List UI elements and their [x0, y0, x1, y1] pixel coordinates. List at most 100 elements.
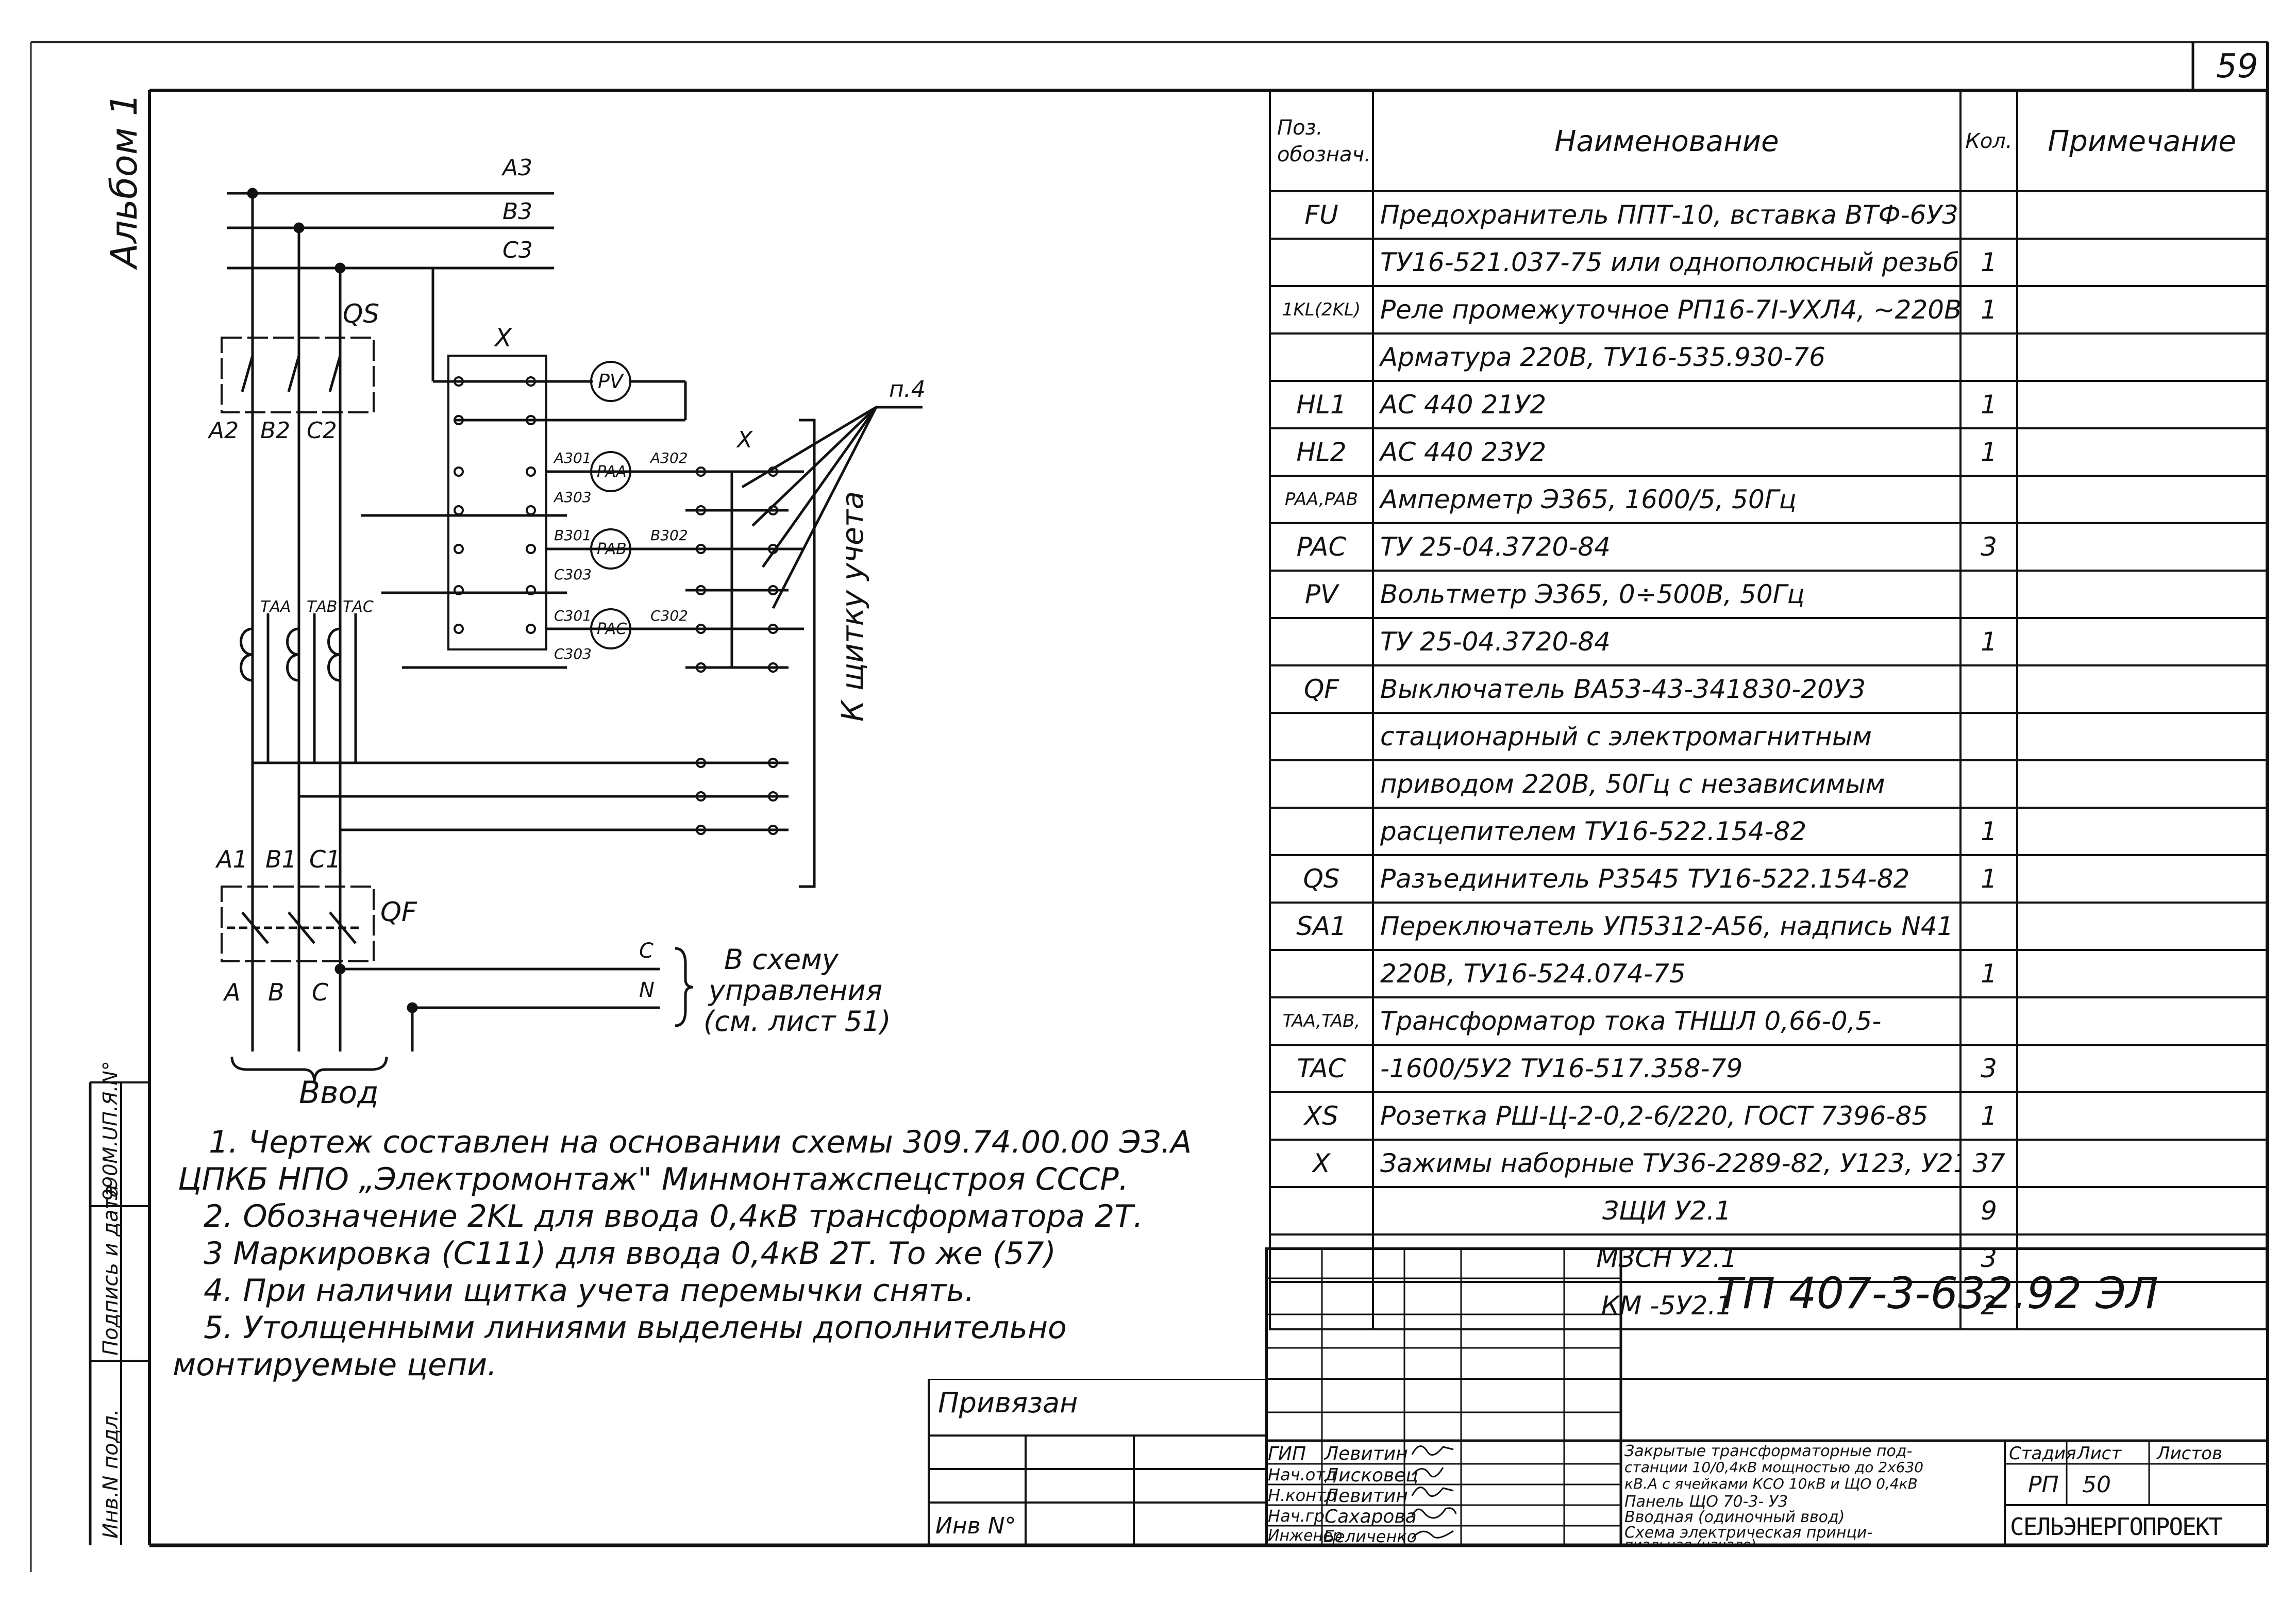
drawing-notes: 1. Чертеж составлен на основании схемы 3… [173, 1124, 1260, 1383]
spec-name: ТУ 25-04.3720-84 [1372, 522, 1962, 572]
title-block-grid [1265, 1247, 2268, 1546]
name-nach-otd: Лисковец [1325, 1465, 1418, 1486]
spec-pos: PAA,PAB [1269, 475, 1374, 524]
spec-note [2016, 1281, 2268, 1330]
spec-pos: PV [1269, 570, 1374, 619]
spec-qty: 37 [1959, 1139, 2018, 1188]
qs-terminal-b2: В2 [260, 418, 291, 444]
spec-note [2016, 570, 2268, 619]
page-number: 59 [2216, 47, 2258, 86]
control-text-3: (см. лист 51) [703, 1005, 891, 1038]
spec-note [2016, 522, 2268, 572]
qf-terminal-b1: В1 [265, 845, 297, 873]
spec-note [2016, 1186, 2268, 1236]
vvod-label: Ввод [299, 1075, 379, 1111]
description-line: Схема электрическая принци- [1624, 1524, 1873, 1542]
spec-qty: 1 [1959, 1091, 2018, 1141]
spec-qty: 1 [1959, 949, 2018, 998]
spec-pos: TAC [1269, 1044, 1374, 1093]
spec-qty [1959, 712, 2018, 761]
note-line: 5. Утолщенными линиями выделены дополнит… [204, 1310, 1067, 1346]
spec-name: приводом 220В, 50Гц с независимым [1372, 759, 1962, 809]
spec-name: АС 440 21У2 [1372, 380, 1962, 429]
sheet-value: 50 [2082, 1472, 2111, 1498]
meter-mark-b301: В301 [554, 527, 592, 544]
qf-label: QF [380, 897, 417, 928]
header-name: Наименование [1372, 90, 1962, 192]
spec-name: Реле промежуточное РП16-7I-УХЛ4, ~220В [1372, 285, 1962, 335]
spec-pos [1269, 712, 1374, 761]
spec-name: Арматура 220В, ТУ16-535.930-76 [1372, 332, 1962, 382]
spec-row: TAA,TAB,Трансформатор тока ТНШЛ 0,66-0,5… [1269, 996, 2268, 1046]
name-inzhener: Беличенко [1323, 1527, 1417, 1546]
role-n-kontr: Н.контр [1268, 1486, 1337, 1505]
spec-row: приводом 220В, 50Гц с независимым [1269, 759, 2268, 809]
spec-pos: QS [1269, 854, 1374, 904]
spec-name: -1600/5У2 ТУ16-517.358-79 [1372, 1044, 1962, 1093]
side-stamp-podpis-data: Подпись и дата [99, 1184, 123, 1356]
spec-note [2016, 1233, 2268, 1283]
spec-note [2016, 996, 2268, 1046]
spec-name: ТУ16-521.037-75 или однополюсный резьбов… [1372, 238, 1962, 287]
spec-row: 1KL(2KL)Реле промежуточное РП16-7I-УХЛ4,… [1269, 285, 2268, 335]
note-line: ЦПКБ НПО „Электромонтаж" Минмонтажспецст… [178, 1161, 1129, 1197]
spec-note [2016, 854, 2268, 904]
spec-qty [1959, 332, 2018, 382]
spec-qty [1959, 475, 2018, 524]
spec-qty: 1 [1959, 807, 2018, 856]
spec-row: Арматура 220В, ТУ16-535.930-76 [1269, 332, 2268, 382]
control-line-c: С [639, 939, 653, 963]
pv-meter [590, 361, 631, 402]
spec-pos: X [1269, 1139, 1374, 1188]
spec-qty [1959, 570, 2018, 619]
note-line: 1. Чертеж составлен на основании схемы 3… [209, 1124, 1192, 1160]
spec-qty [1959, 664, 2018, 714]
spec-note [2016, 190, 2268, 240]
description-line: пиальная (начало) [1624, 1538, 1756, 1546]
spec-note [2016, 475, 2268, 524]
spec-row: ТУ16-521.037-75 или однополюсный резьбов… [1269, 238, 2268, 287]
spec-name: Разъединитель Р3545 ТУ16-522.154-82 [1372, 854, 1962, 904]
spec-pos [1269, 238, 1374, 287]
spec-pos [1269, 807, 1374, 856]
stage-value: РП [2028, 1472, 2059, 1498]
organization-name: СЕЛЬЭНЕРГОПРОЕКТ [2010, 1513, 2223, 1541]
control-line-n: N [639, 978, 655, 1002]
note-line: 4. При наличии щитка учета перемычки сня… [204, 1273, 975, 1309]
meter-mark-b302: В302 [650, 527, 688, 544]
spec-note [2016, 712, 2268, 761]
bus-label-c3: С3 [502, 237, 533, 263]
spec-note [2016, 1044, 2268, 1093]
spec-note [2016, 617, 2268, 666]
spec-note [2016, 380, 2268, 429]
x-label-mid: X [737, 427, 753, 453]
name-n-kontr: Левитин [1325, 1486, 1408, 1507]
spec-pos: TAA,TAB, [1269, 996, 1374, 1046]
name-gip: Левитин [1325, 1443, 1408, 1464]
spec-qty: 3 [1959, 522, 2018, 572]
header-pos: Поз. обознач. [1269, 90, 1374, 192]
spec-qty [1959, 902, 2018, 951]
meter-label-pac: PAC [597, 620, 627, 638]
qs-label: QS [343, 299, 380, 329]
header-note: Примечание [2016, 90, 2268, 192]
phase-label-c: С [312, 978, 329, 1006]
header-qty: Кол. [1959, 90, 2018, 192]
spec-pos: SA1 [1269, 902, 1374, 951]
spec-name: ЗЩИ У2.1 [1372, 1186, 1962, 1236]
spec-pos: QF [1269, 664, 1374, 714]
spec-name: АС 440 23У2 [1372, 427, 1962, 477]
note-line: 2. Обозначение 2KL для ввода 0,4кВ транс… [204, 1198, 1144, 1234]
spec-qty: 1 [1959, 854, 2018, 904]
